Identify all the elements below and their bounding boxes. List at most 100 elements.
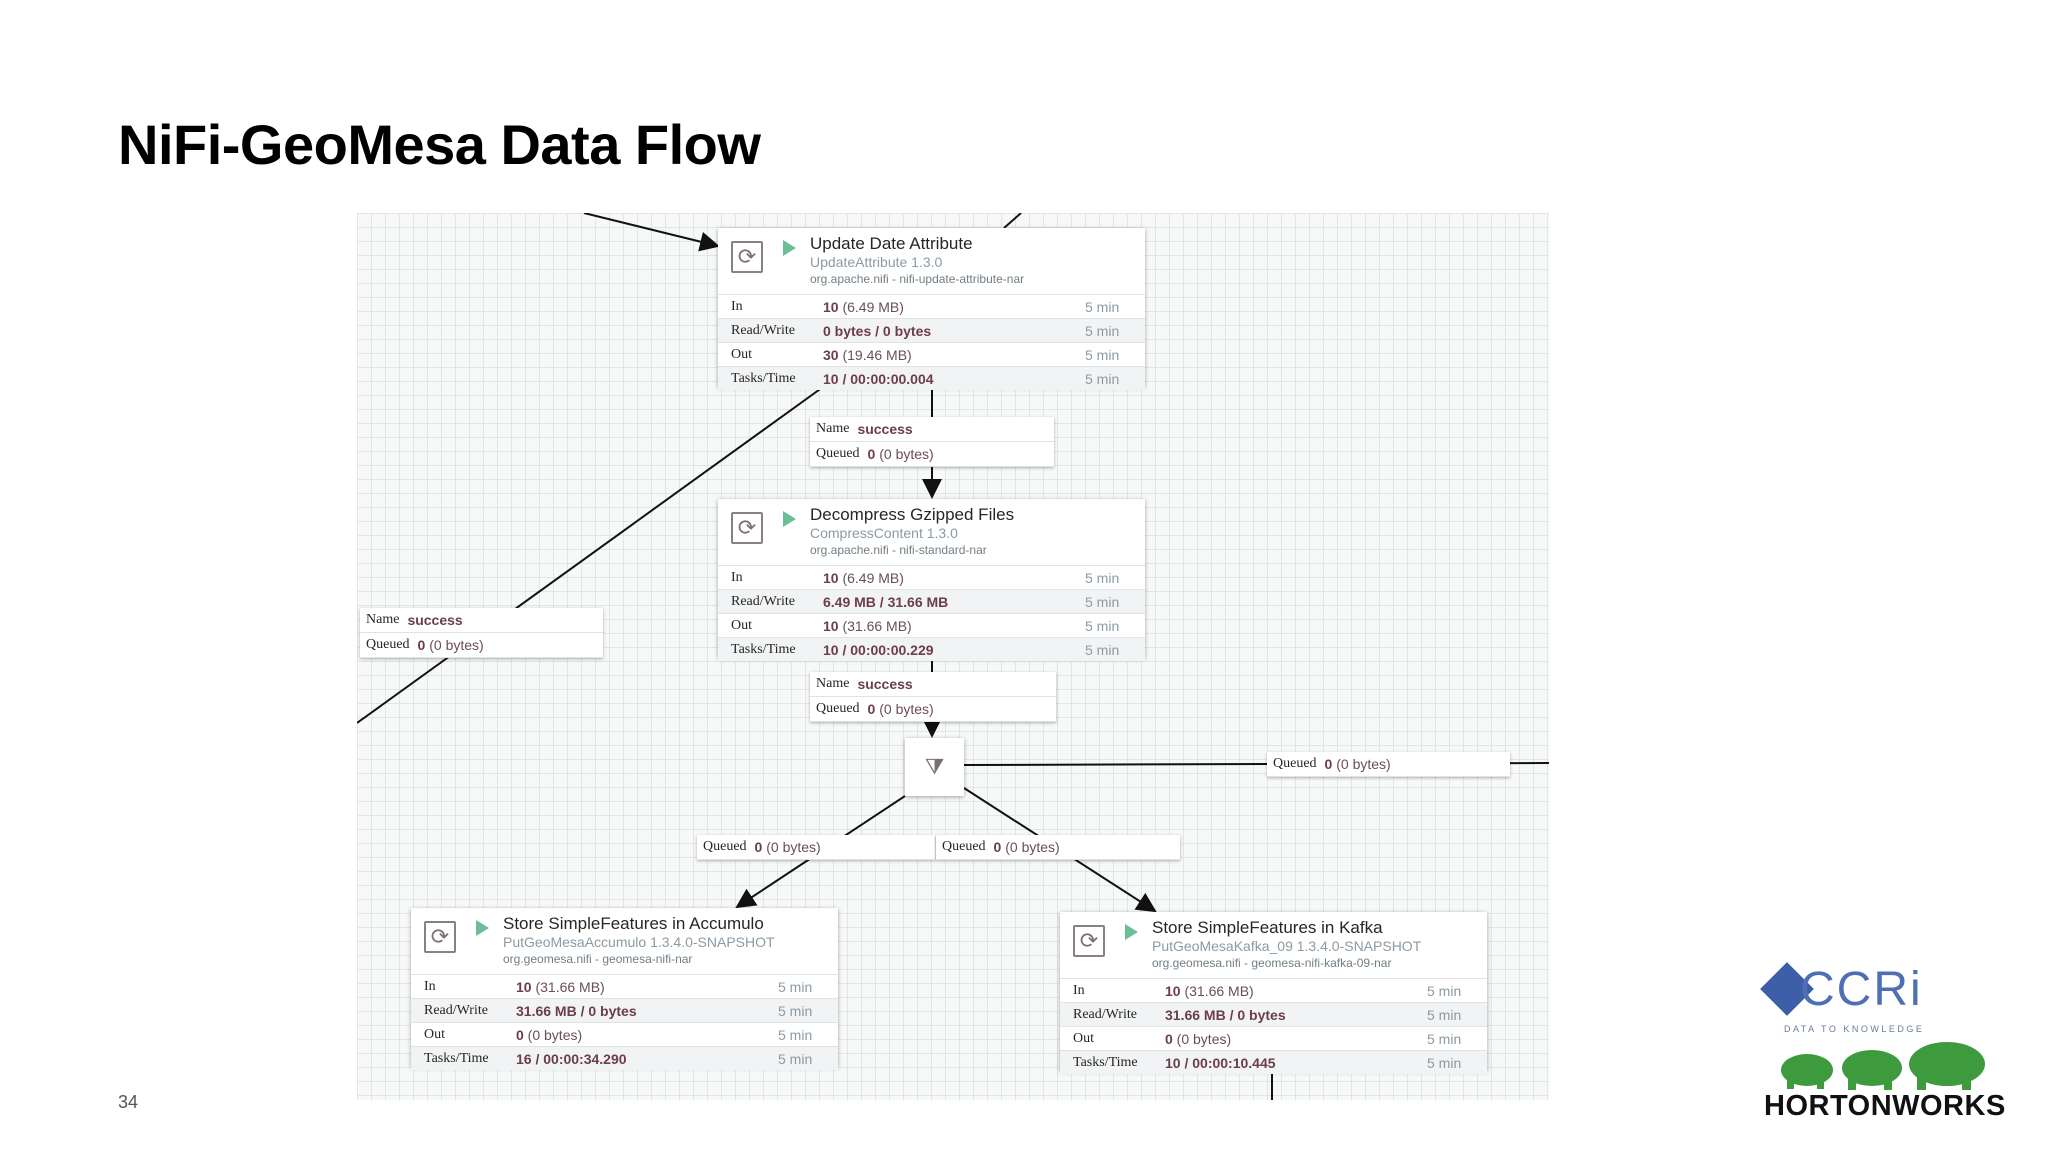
connection-line-top-right: [1003, 213, 1022, 229]
stat-value: 10 / 00:00:00.004: [823, 370, 934, 387]
processor-type: UpdateAttribute 1.3.0: [810, 254, 943, 270]
stat-window: 5 min: [1427, 1030, 1462, 1047]
stat-window: 5 min: [1085, 370, 1120, 387]
stat-label: In: [731, 298, 743, 314]
funnel-icon[interactable]: ⧩: [905, 738, 964, 796]
stat-window: 5 min: [1085, 322, 1120, 339]
processor-header: ⟳ Store SimpleFeatures in Accumulo PutGe…: [411, 908, 838, 974]
stat-row: Tasks/Time 10 / 00:00:00.004 5 min: [718, 366, 1145, 390]
processor[interactable]: ⟳ Store SimpleFeatures in Accumulo PutGe…: [411, 908, 838, 1070]
nifi-flow-canvas[interactable]: ⟳ Update Date Attribute UpdateAttribute …: [357, 213, 1549, 1100]
stat-row: Out 0 (0 bytes) 5 min: [1060, 1026, 1487, 1050]
stat-value: 30 (19.46 MB): [823, 346, 912, 363]
elephants-icon: [1781, 1042, 1985, 1090]
processor-bundle: org.apache.nifi - nifi-update-attribute-…: [810, 272, 1025, 286]
stat-label: Tasks/Time: [1073, 1054, 1138, 1070]
stat-value: 0 (0 bytes): [1165, 1030, 1232, 1047]
stat-value: 10 / 00:00:10.445: [1165, 1054, 1276, 1071]
stat-row: Read/Write 31.66 MB / 0 bytes 5 min: [1060, 1002, 1487, 1026]
stat-window: 5 min: [1085, 569, 1120, 586]
stat-label: Out: [424, 1026, 445, 1042]
processor-name: Store SimpleFeatures in Kafka: [1152, 918, 1383, 937]
processor-refresh-icon: ⟳: [731, 241, 763, 273]
stat-value: 10 (6.49 MB): [823, 569, 904, 586]
stat-label: Out: [731, 346, 752, 362]
stat-window: 5 min: [1085, 298, 1120, 315]
stat-window: 5 min: [778, 1026, 813, 1043]
stat-value: 10 (6.49 MB): [823, 298, 904, 315]
stat-window: 5 min: [1085, 593, 1120, 610]
processor-refresh-icon: ⟳: [1073, 925, 1105, 957]
stat-label: Out: [731, 617, 752, 633]
stat-label: Tasks/Time: [424, 1050, 489, 1066]
processor-refresh-icon: ⟳: [731, 512, 763, 544]
processor-header: ⟳ Decompress Gzipped Files CompressConte…: [718, 499, 1145, 565]
processor-name: Store SimpleFeatures in Accumulo: [503, 914, 764, 933]
stat-label: In: [424, 978, 436, 994]
processor[interactable]: ⟳ Decompress Gzipped Files CompressConte…: [718, 499, 1145, 661]
stat-row: Read/Write 6.49 MB / 31.66 MB 5 min: [718, 589, 1145, 613]
page-number: 34: [118, 1092, 139, 1112]
stat-window: 5 min: [778, 1002, 813, 1019]
stat-value: 31.66 MB / 0 bytes: [516, 1002, 637, 1019]
play-icon: [783, 240, 796, 256]
stat-window: 5 min: [778, 1050, 813, 1067]
slide-title: NiFi-GeoMesa Data Flow: [118, 113, 761, 176]
stat-row: Out 30 (19.46 MB) 5 min: [718, 342, 1145, 366]
stat-value: 0 (0 bytes): [516, 1026, 583, 1043]
stat-value: 10 (31.66 MB): [823, 617, 912, 634]
processor-type: PutGeoMesaKafka_09 1.3.4.0-SNAPSHOT: [1152, 938, 1422, 954]
ccri-logo: CCRi DATA TO KNOWLEDGE: [1760, 962, 2002, 1034]
stat-window: 5 min: [1427, 1006, 1462, 1023]
stat-value: 16 / 00:00:34.290: [516, 1050, 627, 1067]
connection-line-incoming: [583, 213, 720, 252]
stat-value: 31.66 MB / 0 bytes: [1165, 1006, 1286, 1023]
processor-name: Update Date Attribute: [810, 234, 973, 253]
stat-row: Tasks/Time 10 / 00:00:00.229 5 min: [718, 637, 1145, 661]
ccri-logo-text: CCRi: [1800, 963, 1923, 1016]
stat-row: Out 0 (0 bytes) 5 min: [411, 1022, 838, 1046]
stat-window: 5 min: [778, 978, 813, 995]
connection-line-diagonal: [357, 386, 824, 724]
processor[interactable]: ⟳ Store SimpleFeatures in Kafka PutGeoMe…: [1060, 912, 1487, 1074]
play-icon: [476, 920, 489, 936]
processor-refresh-icon: ⟳: [424, 921, 456, 953]
stat-row: Tasks/Time 16 / 00:00:34.290 5 min: [411, 1046, 838, 1070]
stat-label: Out: [1073, 1030, 1094, 1046]
stat-value: 10 (31.66 MB): [1165, 982, 1254, 999]
stat-row: In 10 (31.66 MB) 5 min: [1060, 978, 1487, 1002]
stat-label: Read/Write: [424, 1002, 488, 1018]
processor-type: PutGeoMesaAccumulo 1.3.4.0-SNAPSHOT: [503, 934, 775, 950]
stat-row: In 10 (6.49 MB) 5 min: [718, 565, 1145, 589]
hortonworks-logo-text: HORTONWORKS: [1764, 1090, 2006, 1122]
play-icon: [783, 511, 796, 527]
processor-name: Decompress Gzipped Files: [810, 505, 1015, 524]
stat-row: Tasks/Time 10 / 00:00:10.445 5 min: [1060, 1050, 1487, 1074]
partner-logos: CCRi DATA TO KNOWLEDGE HORTONWORKS: [1760, 962, 2005, 1122]
stat-window: 5 min: [1085, 346, 1120, 363]
stat-label: Read/Write: [731, 322, 795, 338]
processor-bundle: org.geomesa.nifi - geomesa-nifi-nar: [503, 952, 693, 966]
stat-window: 5 min: [1427, 982, 1462, 999]
stat-row: Read/Write 31.66 MB / 0 bytes 5 min: [411, 998, 838, 1022]
stat-label: Tasks/Time: [731, 370, 796, 386]
processor[interactable]: ⟳ Update Date Attribute UpdateAttribute …: [718, 228, 1145, 390]
play-icon: [1125, 924, 1138, 940]
processor-bundle: org.geomesa.nifi - geomesa-nifi-kafka-09…: [1152, 956, 1392, 970]
stat-label: In: [731, 569, 743, 585]
stat-value: 10 / 00:00:00.229: [823, 641, 934, 658]
stat-value: 10 (31.66 MB): [516, 978, 605, 995]
